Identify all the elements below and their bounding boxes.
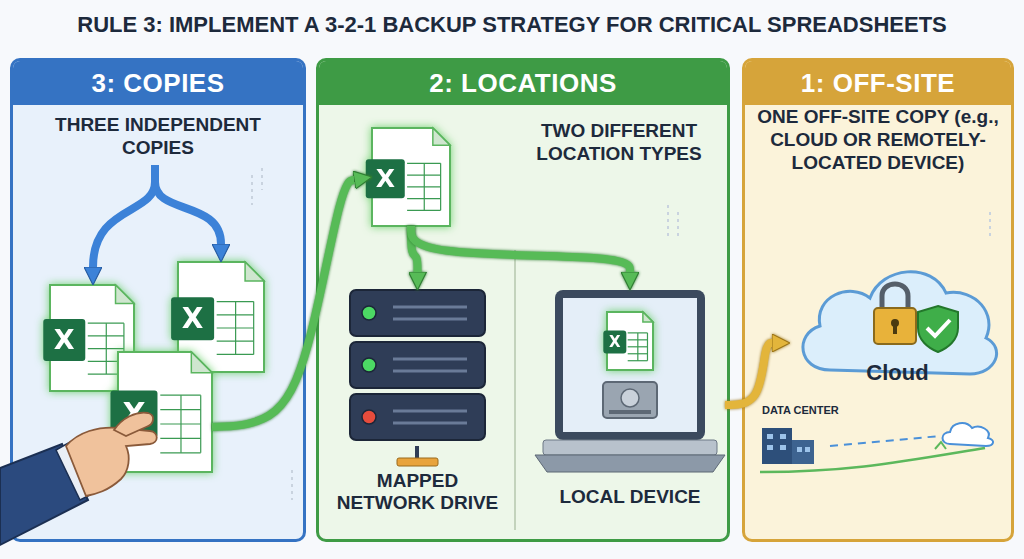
- grid-line: [253, 302, 254, 355]
- panel-description: THREE INDEPENDENT COPIES: [28, 113, 288, 159]
- grid-line: [424, 163, 425, 210]
- hard-drive: [603, 382, 657, 418]
- device-label: MAPPED NETWORK DRIVE: [332, 470, 503, 514]
- sheet-grid: [160, 395, 200, 453]
- copies-panel: 3: COPIESTHREE INDEPENDENT COPIESXXX: [10, 58, 306, 542]
- local-device: LOCAL DEVICE X: [535, 290, 725, 530]
- data-center-label: DATA CENTER: [762, 404, 839, 416]
- page-fold: [643, 312, 653, 322]
- excel-logo-letter: X: [366, 159, 405, 198]
- check-mark: [927, 320, 950, 336]
- status-light: [362, 410, 376, 424]
- laptop-base: [535, 455, 725, 472]
- cloud-label: Cloud: [790, 360, 1005, 385]
- server-unit: [350, 394, 485, 440]
- grid-line: [200, 395, 201, 453]
- logo-square: [603, 331, 626, 354]
- excel-logo-letter: X: [603, 331, 626, 354]
- panel-heading: 1: OFF-SITE: [745, 61, 1011, 105]
- status-light: [362, 306, 376, 320]
- page-fold: [433, 128, 450, 145]
- spreadsheet-file: X: [372, 128, 450, 226]
- grid-line: [180, 395, 181, 453]
- screen-area: [563, 298, 697, 432]
- offsite-panel: 1: OFF-SITEONE OFF-SITE COPY (e.g., CLOU…: [742, 58, 1014, 542]
- network-drive: MAPPED NETWORK DRIVE: [345, 290, 490, 530]
- drive-slot: [609, 410, 651, 414]
- grid-line: [637, 333, 638, 361]
- sheet-grid: [628, 333, 648, 361]
- logo-square: [171, 297, 214, 340]
- spreadsheet-file: X: [607, 312, 653, 370]
- sheet-grid: [217, 302, 254, 355]
- vent-line: [393, 358, 467, 361]
- server-unit: [350, 290, 485, 336]
- sheet-grid: [407, 163, 441, 210]
- vent-line: [393, 318, 467, 321]
- flow-arrow: [411, 226, 630, 272]
- grid-line: [106, 323, 107, 374]
- flow-arrow: [212, 180, 354, 427]
- diagram-title: RULE 3: IMPLEMENT A 3-2-1 BACKUP STRATEG…: [0, 12, 1024, 38]
- vent-line: [393, 306, 467, 309]
- grid-line: [235, 302, 236, 355]
- grid-line: [647, 333, 648, 361]
- padlock-body: [874, 308, 916, 344]
- grid-line: [440, 163, 441, 210]
- server-unit: [350, 342, 485, 388]
- excel-logo-letter: X: [171, 297, 214, 340]
- device-label: LOCAL DEVICE: [535, 486, 725, 508]
- spreadsheet-file: X: [118, 352, 212, 472]
- excel-logo-letter: X: [43, 319, 85, 361]
- panel-heading: 3: COPIES: [13, 61, 303, 105]
- page-fold: [191, 352, 212, 373]
- vent-line: [393, 370, 467, 373]
- network-port: [397, 458, 438, 466]
- screen-frame: [555, 290, 705, 440]
- drive-platter: [621, 389, 639, 407]
- security-shield: [918, 306, 958, 352]
- logo-square: [366, 159, 405, 198]
- keyhole: [893, 325, 897, 334]
- status-light: [362, 358, 376, 372]
- flow-arrow: [411, 226, 418, 272]
- panel-description: TWO DIFFERENT LOCATION TYPES: [519, 119, 719, 165]
- page-fold: [116, 285, 134, 303]
- logo-square: [110, 390, 157, 437]
- panel-description: ONE OFF-SITE COPY (e.g., CLOUD OR REMOTE…: [757, 105, 999, 175]
- flow-arrow: [725, 343, 772, 405]
- logo-square: [43, 319, 85, 361]
- locations-panel: 2: LOCATIONS TWO DIFFERENT LOCATION TYPES…: [316, 58, 730, 542]
- cloud-shape: [803, 272, 997, 374]
- excel-logo-letter: X: [110, 390, 157, 437]
- vent-line: [393, 422, 467, 425]
- page-fold: [245, 262, 264, 281]
- cloud-storage: Cloud: [790, 248, 1005, 398]
- vent-line: [393, 410, 467, 413]
- laptop-hinge: [543, 440, 717, 455]
- panel-heading: 2: LOCATIONS: [319, 61, 727, 105]
- padlock-shackle: [882, 284, 908, 310]
